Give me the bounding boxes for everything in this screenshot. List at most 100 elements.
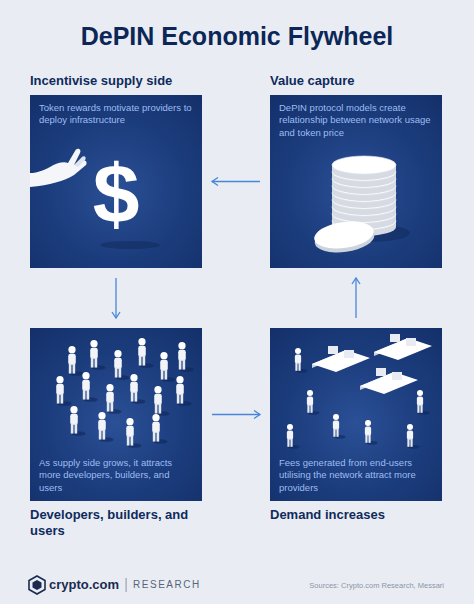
illustration-part — [56, 376, 63, 383]
illustration-part — [75, 423, 78, 433]
illustration-part — [106, 392, 114, 403]
illustration-part — [336, 428, 338, 436]
illustration-part — [155, 403, 158, 413]
illustration-part — [56, 384, 64, 395]
illustration-part — [130, 382, 138, 393]
panel-box: Developers, builders, and usersAs supply… — [30, 328, 202, 501]
illustration-part — [99, 429, 102, 439]
illustration-part — [365, 420, 371, 426]
illustration-part — [153, 431, 156, 441]
flow-arrow — [212, 414, 260, 415]
illustration-part — [307, 396, 313, 405]
illustration-part — [179, 359, 182, 369]
illustration-part — [298, 362, 300, 370]
illustration-part — [407, 438, 409, 446]
illustration-part — [390, 334, 400, 342]
source-note: Sources: Crypto.com Research, Messari — [309, 582, 444, 590]
illustration-part — [73, 363, 76, 373]
illustration-part — [178, 342, 185, 349]
illustration-part — [95, 357, 98, 367]
flow-arrow — [212, 181, 260, 182]
illustration-part — [100, 241, 160, 249]
illustration-part — [157, 431, 160, 441]
illustration-part — [103, 429, 106, 439]
illustration-part — [91, 357, 94, 367]
illustration-part — [332, 156, 396, 174]
illustration-part — [87, 389, 90, 399]
illustration-part — [407, 430, 413, 439]
illustration-part — [57, 393, 60, 403]
illustration-part — [333, 420, 339, 429]
illustration-part — [115, 367, 118, 377]
illustration-part — [368, 434, 370, 442]
illustration-part — [70, 406, 77, 413]
illustration-part — [333, 428, 335, 436]
illustration-part — [33, 580, 42, 590]
illustration-part — [183, 359, 186, 369]
illustration-part — [333, 414, 339, 420]
illustration-part — [307, 404, 309, 412]
illustration-part — [138, 346, 146, 357]
panel-heading: Demand increases — [270, 507, 442, 523]
illustration-part — [68, 354, 76, 365]
illustration-part — [312, 218, 375, 252]
diagram-title: DePIN Economic Flywheel — [0, 22, 474, 51]
illustration-part — [407, 424, 413, 430]
illustration-part — [307, 390, 313, 396]
illustration-part — [344, 350, 354, 358]
illustration-part — [154, 386, 161, 393]
illustration-part — [159, 403, 162, 413]
illustration-part — [82, 372, 89, 379]
illustration-part — [70, 414, 78, 425]
illustration-part — [181, 393, 184, 403]
illustration-part — [178, 350, 186, 361]
illustration-part — [328, 346, 338, 354]
illustration-part — [71, 423, 74, 433]
illustration-part — [312, 218, 376, 256]
flow-arrow — [115, 278, 116, 318]
illustration-part — [119, 367, 122, 377]
brand-name: crypto.com — [49, 578, 119, 591]
illustration-part — [30, 149, 87, 187]
illustration-part — [417, 390, 423, 396]
illustration-part — [30, 149, 160, 249]
illustration-part — [111, 401, 114, 411]
illustration-part — [165, 369, 168, 379]
illustration-part — [131, 391, 134, 401]
panel-heading: Developers, builders, and users — [30, 507, 202, 538]
illustration-part — [114, 358, 122, 369]
illustration-part — [135, 391, 138, 401]
panel-heading: Incentivise supply side — [30, 73, 202, 89]
illustration-part — [295, 362, 297, 370]
panel-heading: Value capture — [270, 73, 442, 89]
illustration-part — [177, 393, 180, 403]
illustration-part — [176, 384, 184, 395]
panel-box: Value captureDePIN protocol models creat… — [270, 95, 442, 268]
illustration-part — [61, 393, 64, 403]
illustration-part — [69, 363, 72, 373]
illustration-part — [90, 348, 98, 359]
illustration-part — [138, 338, 145, 345]
illustration-part — [126, 578, 127, 592]
illustration-part — [360, 372, 418, 394]
illustration-part — [290, 438, 292, 446]
illustration-part — [90, 340, 97, 347]
illustration-part — [410, 438, 412, 446]
illustration-part — [295, 354, 301, 363]
illustration-part — [160, 360, 168, 371]
brand-section: RESEARCH — [133, 580, 201, 590]
illustration-part — [126, 426, 134, 437]
panel-description: Token rewards motivate providers to depl… — [37, 102, 195, 127]
illustration-part — [420, 404, 422, 412]
illustration-part — [312, 350, 370, 372]
illustration-part — [287, 424, 293, 430]
panel-box: Demand increasesFees generated from end-… — [270, 328, 442, 501]
panel-description: Fees generated from end-users utilising … — [277, 457, 435, 494]
illustration-part — [176, 376, 183, 383]
illustration-part — [365, 426, 371, 435]
illustration-part — [82, 380, 90, 391]
panel-description: As supply side grows, it attracts more d… — [37, 457, 195, 494]
illustration-part — [139, 355, 142, 365]
illustration-part — [74, 156, 86, 167]
